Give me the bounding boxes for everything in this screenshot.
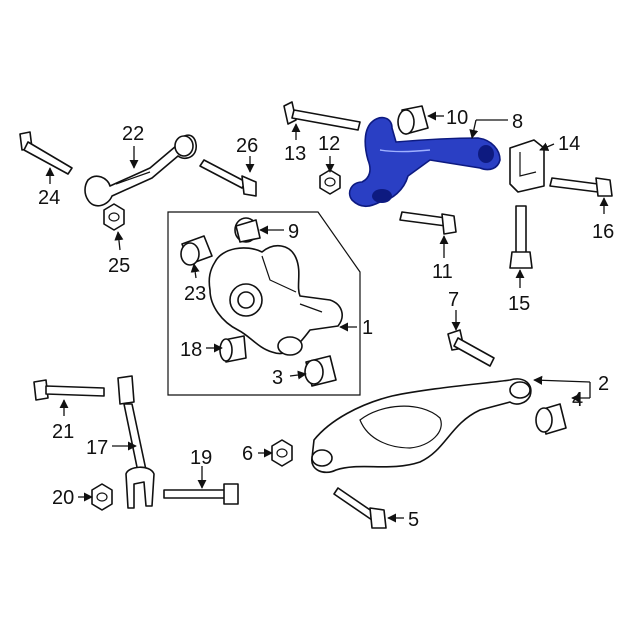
knuckle-assembly-group	[167, 211, 361, 396]
callout-21: 21	[52, 421, 74, 443]
bushing-10	[397, 105, 429, 135]
lower-control-arm-2	[311, 378, 532, 474]
bolt-24	[19, 131, 73, 175]
callout-14: 14	[558, 133, 580, 155]
bolt-21	[33, 379, 105, 401]
callout-7: 7	[448, 289, 459, 311]
nut-6	[271, 439, 293, 467]
callout-4: 4	[572, 389, 583, 411]
knuckle	[208, 245, 343, 356]
callout-24: 24	[38, 187, 60, 209]
bolt-7	[447, 329, 495, 367]
bolt-16	[549, 177, 613, 197]
callout-3: 3	[272, 367, 283, 389]
callout-22: 22	[122, 123, 144, 145]
callout-16: 16	[592, 221, 614, 243]
link-17	[117, 375, 155, 509]
callout-5: 5	[408, 509, 419, 531]
bolt-26	[199, 159, 257, 197]
callout-26: 26	[236, 135, 258, 157]
callout-12: 12	[318, 133, 340, 155]
callout-17: 17	[86, 437, 108, 459]
nut-12	[319, 169, 341, 195]
callout-19: 19	[190, 447, 212, 469]
callouts: 1 2 4 3 5 6 7 8 9 10 11 12 13 14 15 16	[38, 107, 614, 531]
callout-10: 10	[446, 107, 468, 129]
bolt-5	[333, 487, 387, 529]
bushing-18	[219, 335, 247, 363]
callout-20: 20	[52, 487, 74, 509]
upper-control-arm-highlighted	[348, 116, 501, 208]
callout-8: 8	[512, 111, 523, 133]
callout-2: 2	[598, 373, 609, 395]
toe-link-22	[84, 134, 197, 207]
nut-20	[91, 483, 113, 511]
bolt-11	[399, 211, 457, 235]
callout-6: 6	[242, 443, 253, 465]
bolt-19	[163, 483, 239, 505]
bushing-4	[535, 403, 567, 435]
callout-13: 13	[284, 143, 306, 165]
callout-15: 15	[508, 293, 530, 315]
bracket-14	[509, 139, 545, 193]
knuckle-group-frame	[167, 211, 361, 396]
callout-25: 25	[108, 255, 130, 277]
callout-23: 23	[184, 283, 206, 305]
bolt-15	[509, 205, 533, 269]
bolt-13	[283, 101, 361, 131]
callout-18: 18	[180, 339, 202, 361]
callout-9: 9	[288, 221, 299, 243]
bushing-9	[234, 217, 261, 243]
callout-1: 1	[362, 317, 373, 339]
nut-25	[103, 203, 125, 231]
bushing-23	[180, 235, 213, 266]
bushing-3	[304, 355, 337, 387]
callout-11: 11	[432, 261, 453, 283]
